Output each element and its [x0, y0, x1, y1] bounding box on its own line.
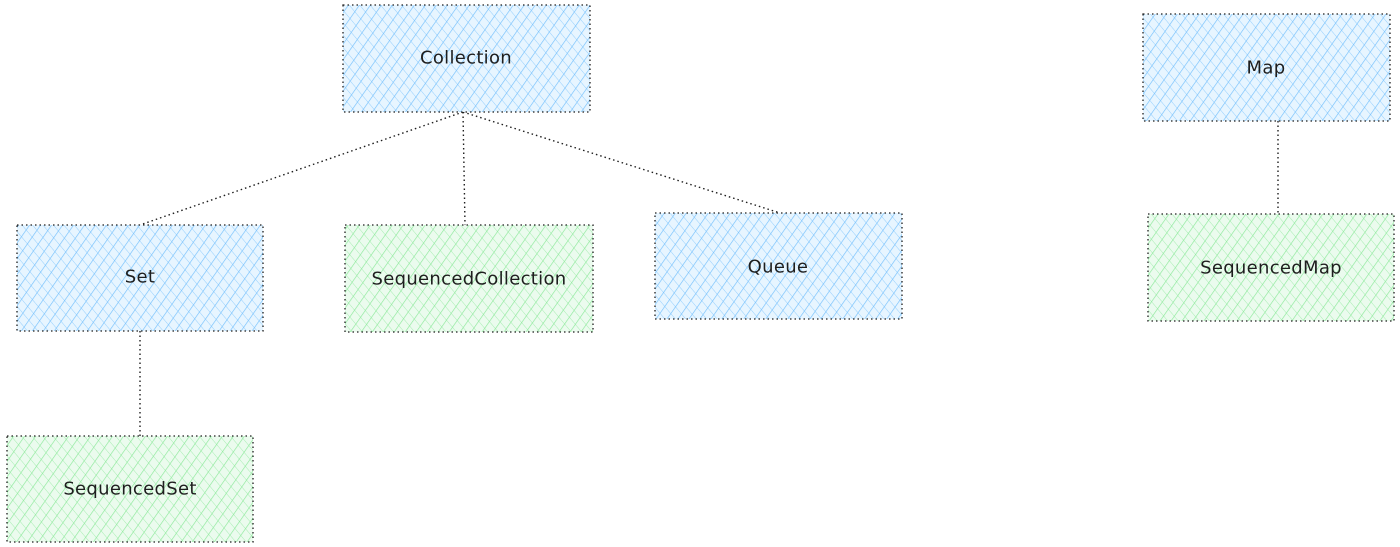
- node-sequenced-collection[interactable]: SequencedCollection: [344, 224, 594, 333]
- edge-collection-queue: [462, 111, 781, 214]
- node-sequenced-map[interactable]: SequencedMap: [1147, 213, 1395, 322]
- node-set[interactable]: Set: [16, 224, 264, 332]
- node-sequenced-set[interactable]: SequencedSet: [6, 435, 254, 543]
- node-label-sequenced-map: SequencedMap: [1200, 258, 1342, 279]
- node-label-collection: Collection: [420, 48, 512, 69]
- edges-layer: [139, 111, 1279, 436]
- edge-collection-set: [139, 111, 464, 226]
- node-map[interactable]: Map: [1142, 13, 1391, 122]
- node-label-map: Map: [1247, 58, 1286, 79]
- edge-collection-sequenced-collection: [462, 111, 466, 226]
- node-label-set: Set: [125, 267, 155, 288]
- node-label-sequenced-set: SequencedSet: [63, 479, 196, 500]
- node-label-queue: Queue: [748, 257, 809, 278]
- node-queue[interactable]: Queue: [654, 212, 903, 320]
- node-label-sequenced-collection: SequencedCollection: [372, 269, 567, 290]
- node-collection[interactable]: Collection: [342, 4, 591, 113]
